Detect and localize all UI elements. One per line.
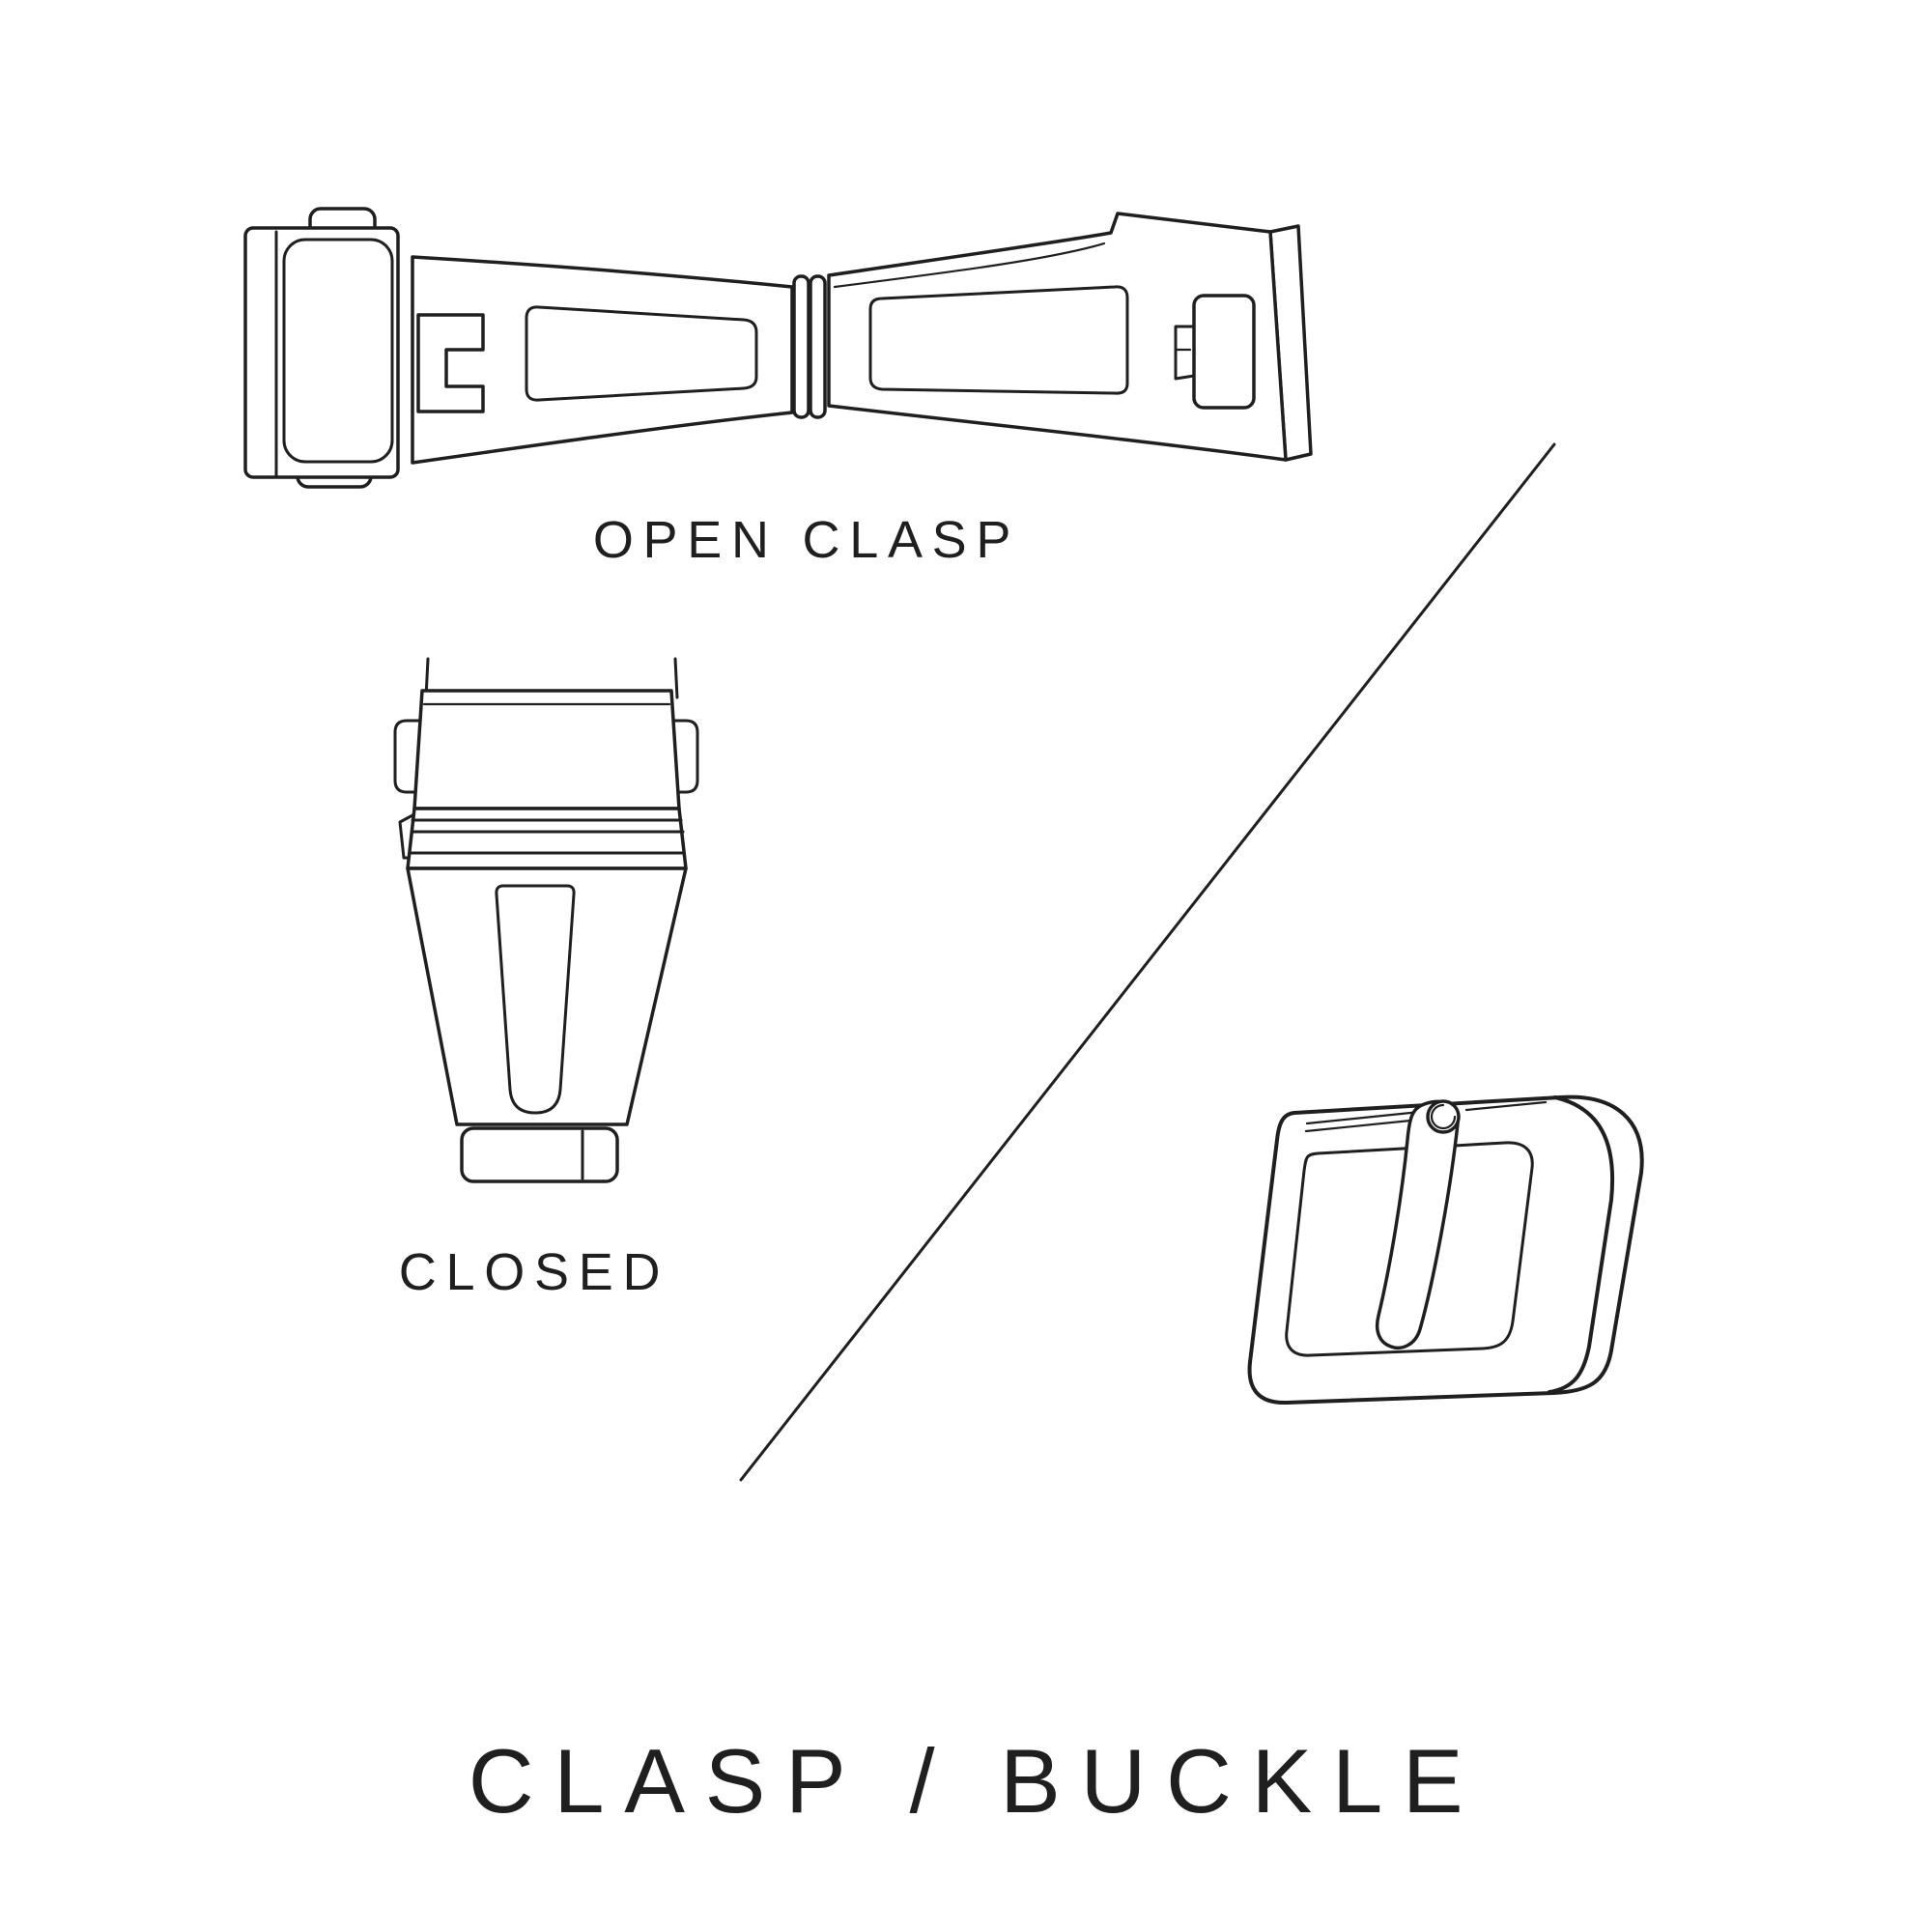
closed-clasp-body — [406, 867, 688, 1126]
open-clasp-right-window — [868, 285, 1129, 395]
closed-clasp-illustration — [393, 657, 699, 1183]
buckle-axle-line — [1464, 1100, 1548, 1112]
diagonal-divider-line — [739, 442, 1556, 1482]
closed-clasp-band — [406, 807, 688, 870]
open-clasp-connector-tab — [416, 313, 485, 413]
buckle-tongue — [1375, 1099, 1460, 1350]
closed-clasp-side-tab — [398, 812, 416, 860]
open-clasp-left-window — [525, 305, 758, 402]
closed-clasp-caption: CLOSED — [398, 1243, 670, 1301]
open-clasp-right-lip-line — [833, 242, 1106, 289]
closed-clasp-slot — [495, 884, 576, 1115]
buckle-pin-coil — [1430, 1103, 1457, 1130]
open-clasp-left-arm — [411, 255, 794, 465]
closed-clasp-foot — [460, 1126, 619, 1183]
buckle-frame — [1247, 1094, 1644, 1406]
open-clasp-hinge-bar — [809, 274, 827, 419]
buckle-end-curve — [1548, 1095, 1615, 1394]
page-title: CLASP / BUCKLE — [468, 1730, 1484, 1832]
buckle-axle-line — [1304, 1118, 1422, 1133]
open-clasp-endpiece — [243, 226, 400, 479]
closed-clasp-cover — [412, 689, 681, 810]
closed-clasp-prong — [673, 657, 679, 699]
buckle-opening — [1285, 1141, 1534, 1357]
open-clasp-catch-hook — [1174, 325, 1196, 381]
open-clasp-right-arm — [827, 212, 1288, 462]
open-clasp-catch — [1192, 294, 1256, 410]
open-clasp-endpiece-blade — [282, 238, 394, 464]
closed-clasp-left-ear — [393, 719, 421, 794]
open-clasp-illustration — [243, 207, 1313, 489]
buckle-axle-line — [1305, 1110, 1422, 1125]
buckle-illustration — [1247, 1094, 1644, 1406]
open-clasp-caption: OPEN CLASP — [592, 511, 1021, 569]
open-clasp-hinge-bar — [792, 274, 810, 419]
closed-clasp-right-ear — [671, 719, 699, 794]
